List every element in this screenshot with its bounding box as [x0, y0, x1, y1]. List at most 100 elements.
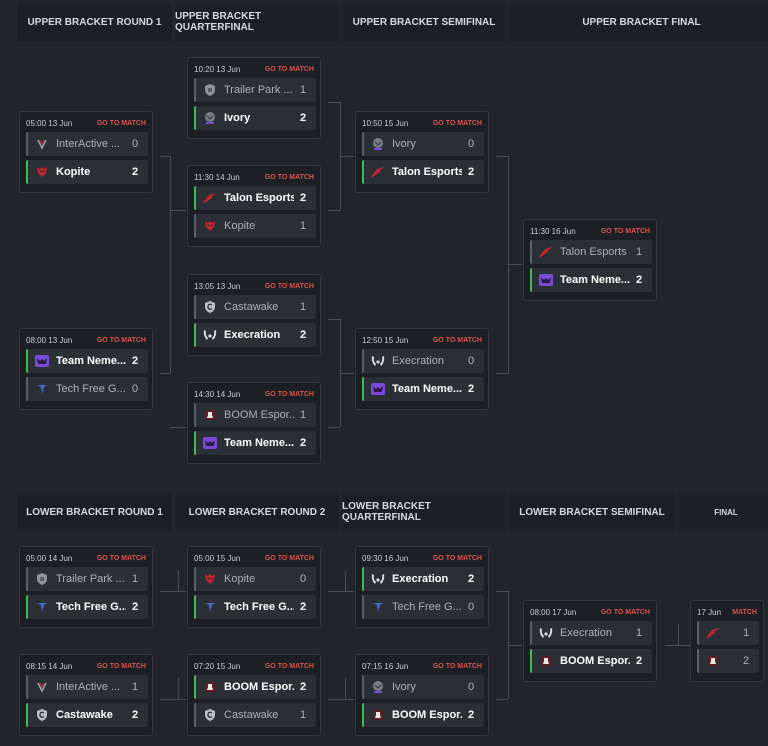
header-lb-round2: LOWER BRACKET ROUND 2 — [175, 493, 339, 531]
team-name: Tech Free G... — [56, 383, 126, 395]
kopite-logo — [202, 218, 218, 234]
connector — [665, 645, 690, 646]
connector — [340, 373, 354, 374]
team-row[interactable]: Tech Free G...2 — [26, 595, 148, 619]
go-to-match-link[interactable]: GO TO MATCH — [600, 227, 650, 235]
connector — [160, 373, 170, 374]
team-row[interactable]: Team Neme...2 — [194, 431, 316, 455]
team-row[interactable]: Trailer Park ...1 — [26, 567, 148, 591]
header-ub-round1: UPPER BRACKET ROUND 1 — [17, 3, 172, 41]
team-row[interactable]: Team Neme...2 — [530, 268, 652, 292]
team-score: 1 — [299, 301, 307, 313]
team-row[interactable]: BOOM Espor...2 — [362, 703, 484, 727]
go-to-match-link[interactable]: GO TO MATCH — [432, 336, 482, 344]
connector — [170, 210, 186, 211]
team-name: Execration — [224, 329, 281, 341]
team-row[interactable]: BOOM Espor...2 — [530, 649, 652, 673]
team-row[interactable]: Tech Free G...0 — [362, 595, 484, 619]
team-name: Tech Free G... — [392, 601, 462, 613]
go-to-match-link[interactable]: GO TO MATCH — [264, 662, 314, 670]
go-to-match-link[interactable]: GO TO MATCH — [96, 119, 146, 127]
connector — [328, 427, 340, 428]
match-time: 07:20 15 Jun — [194, 661, 241, 671]
go-to-match-link[interactable]: GO TO MATCH — [96, 554, 146, 562]
team-row[interactable]: Trailer Park ...1 — [194, 78, 316, 102]
team-row[interactable]: Tech Free G...2 — [194, 595, 316, 619]
go-to-match-link[interactable]: MATCH — [732, 608, 757, 616]
kopite-logo — [202, 571, 218, 587]
team-row[interactable]: Team Neme...2 — [362, 377, 484, 401]
header-ub-semifinal: UPPER BRACKET SEMIFINAL — [342, 3, 506, 41]
connector — [508, 264, 522, 265]
go-to-match-link[interactable]: GO TO MATCH — [264, 282, 314, 290]
go-to-match-link[interactable]: GO TO MATCH — [432, 662, 482, 670]
connector — [345, 678, 346, 699]
trailerpark-logo — [34, 571, 50, 587]
go-to-match-link[interactable]: GO TO MATCH — [96, 662, 146, 670]
go-to-match-link[interactable]: GO TO MATCH — [264, 65, 314, 73]
connector — [508, 645, 522, 646]
team-score: 2 — [467, 383, 475, 395]
team-score: 2 — [299, 681, 307, 693]
team-name: InterActive ... — [56, 681, 121, 693]
interactive-logo — [34, 679, 50, 695]
go-to-match-link[interactable]: GO TO MATCH — [96, 336, 146, 344]
connector — [496, 156, 508, 157]
team-row[interactable]: Team Neme...2 — [26, 349, 148, 373]
go-to-match-link[interactable]: GO TO MATCH — [432, 119, 482, 127]
team-name: Execration — [560, 627, 612, 639]
team-name: Castawake — [56, 709, 113, 721]
team-score: 0 — [467, 681, 475, 693]
go-to-match-link[interactable]: GO TO MATCH — [264, 390, 314, 398]
team-row[interactable]: 1 — [697, 621, 759, 645]
go-to-match-link[interactable]: GO TO MATCH — [264, 554, 314, 562]
team-row[interactable]: InterActive ...0 — [26, 132, 148, 156]
connector — [496, 591, 508, 592]
match-time: 10:20 13 Jun — [194, 64, 241, 74]
team-name: BOOM Espor... — [224, 409, 294, 421]
team-name: Kopite — [56, 166, 91, 178]
kopite-logo — [34, 164, 50, 180]
go-to-match-link[interactable]: GO TO MATCH — [264, 173, 314, 181]
team-row[interactable]: 2 — [697, 649, 759, 673]
team-score: 1 — [131, 681, 139, 693]
team-row[interactable]: InterActive ... 1 — [26, 675, 148, 699]
match-time: 11:30 16 Jun — [530, 226, 576, 236]
team-row[interactable]: BOOM Espor...2 — [194, 675, 316, 699]
go-to-match-link[interactable]: GO TO MATCH — [600, 608, 650, 616]
connector — [328, 102, 340, 103]
go-to-match-link[interactable]: GO TO MATCH — [432, 554, 482, 562]
team-row[interactable]: Tech Free G...0 — [26, 377, 148, 401]
team-row[interactable]: BOOM Espor...1 — [194, 403, 316, 427]
team-score: 1 — [131, 573, 139, 585]
execration-logo — [370, 353, 386, 369]
execration-logo — [538, 625, 554, 641]
team-name: Trailer Park ... — [224, 84, 293, 96]
team-score: 2 — [299, 112, 307, 124]
